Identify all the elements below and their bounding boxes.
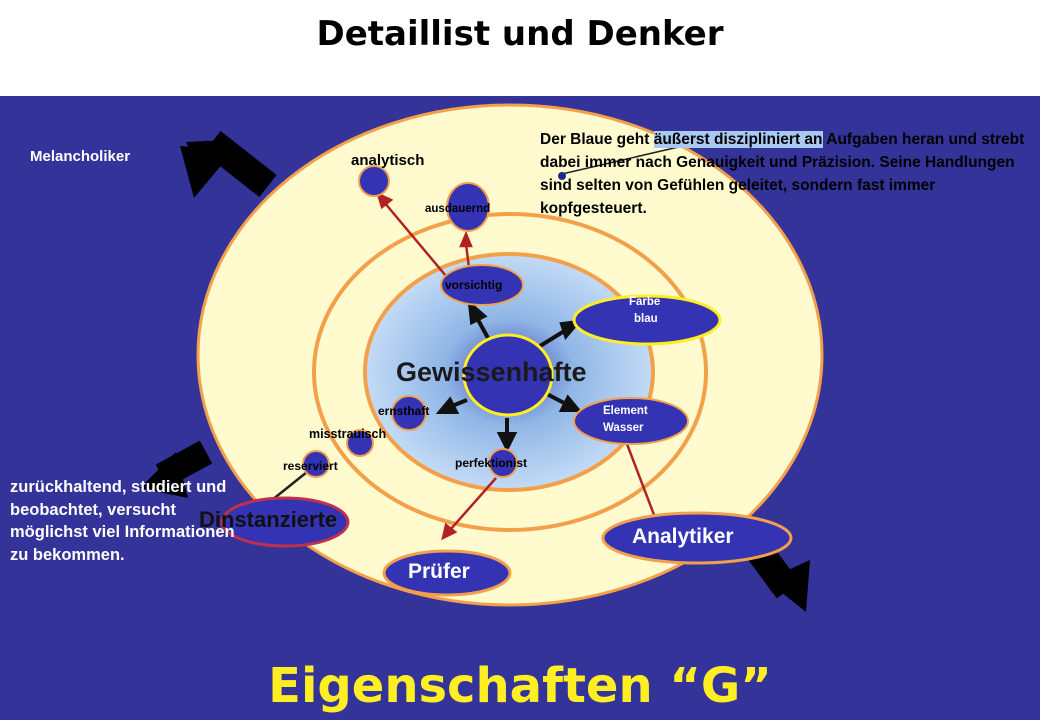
node-misstrauisch [346, 429, 374, 457]
description-text: Der Blaue geht äußerst diszipliniert an … [540, 128, 1035, 220]
label-pruefer: Prüfer [408, 560, 470, 583]
label-ausdauernd: ausdauernd [425, 203, 491, 215]
label-element-1: Element [603, 405, 648, 417]
left-description: zurückhaltend, studiert und beobachtet, … [10, 478, 235, 564]
node-distanzierte [220, 496, 350, 548]
label-distanzierte: Dinstanzierte [199, 507, 338, 532]
node-analytiker [601, 511, 793, 565]
label-farbe-2: blau [634, 313, 658, 325]
slide-header: Detaillist und Denker [0, 0, 1040, 92]
connector-arrows [435, 299, 583, 453]
arrow-bottom-left [140, 440, 213, 498]
callout-dot [558, 172, 566, 180]
node-reserviert [302, 450, 330, 478]
footer-title: Eigenschaften “G” [268, 658, 772, 714]
node-perfektionist [488, 448, 518, 478]
node-farbe [572, 294, 722, 346]
node-analytisch [358, 165, 390, 197]
node-center [462, 333, 554, 417]
description-highlight: äußerst diszipliniert an [653, 131, 823, 148]
node-ausdauernd [446, 182, 490, 232]
red-arrows [375, 191, 497, 541]
label-melancholiker: Melancholiker [30, 148, 131, 165]
label-farbe-1: Farbe [629, 296, 661, 308]
slide-title: Detaillist und Denker [316, 14, 724, 54]
label-perfektionist: perfektionist [455, 456, 528, 470]
label-ernsthaft: ernsthaft [378, 404, 430, 418]
description-part-2: Aufgaben heran und strebt dabei immer na… [540, 131, 1025, 217]
node-element [573, 397, 689, 445]
label-center: Gewissenhafte [396, 357, 587, 387]
label-vorsichtig: vorsichtig [445, 278, 503, 292]
description-part-1: Der Blaue geht [540, 131, 654, 148]
label-analytisch: analytisch [351, 152, 425, 169]
analytiker-link-line [625, 443, 658, 521]
label-element-2: Wasser [603, 422, 644, 434]
arrow-top-left [180, 130, 277, 198]
node-pruefer [382, 549, 512, 597]
label-analytiker: Analytiker [632, 525, 734, 548]
label-misstrauisch: misstrauisch [309, 427, 387, 441]
label-reserviert: reserviert [283, 459, 338, 473]
node-ernsthaft [391, 395, 427, 431]
node-vorsichtig [440, 264, 524, 306]
